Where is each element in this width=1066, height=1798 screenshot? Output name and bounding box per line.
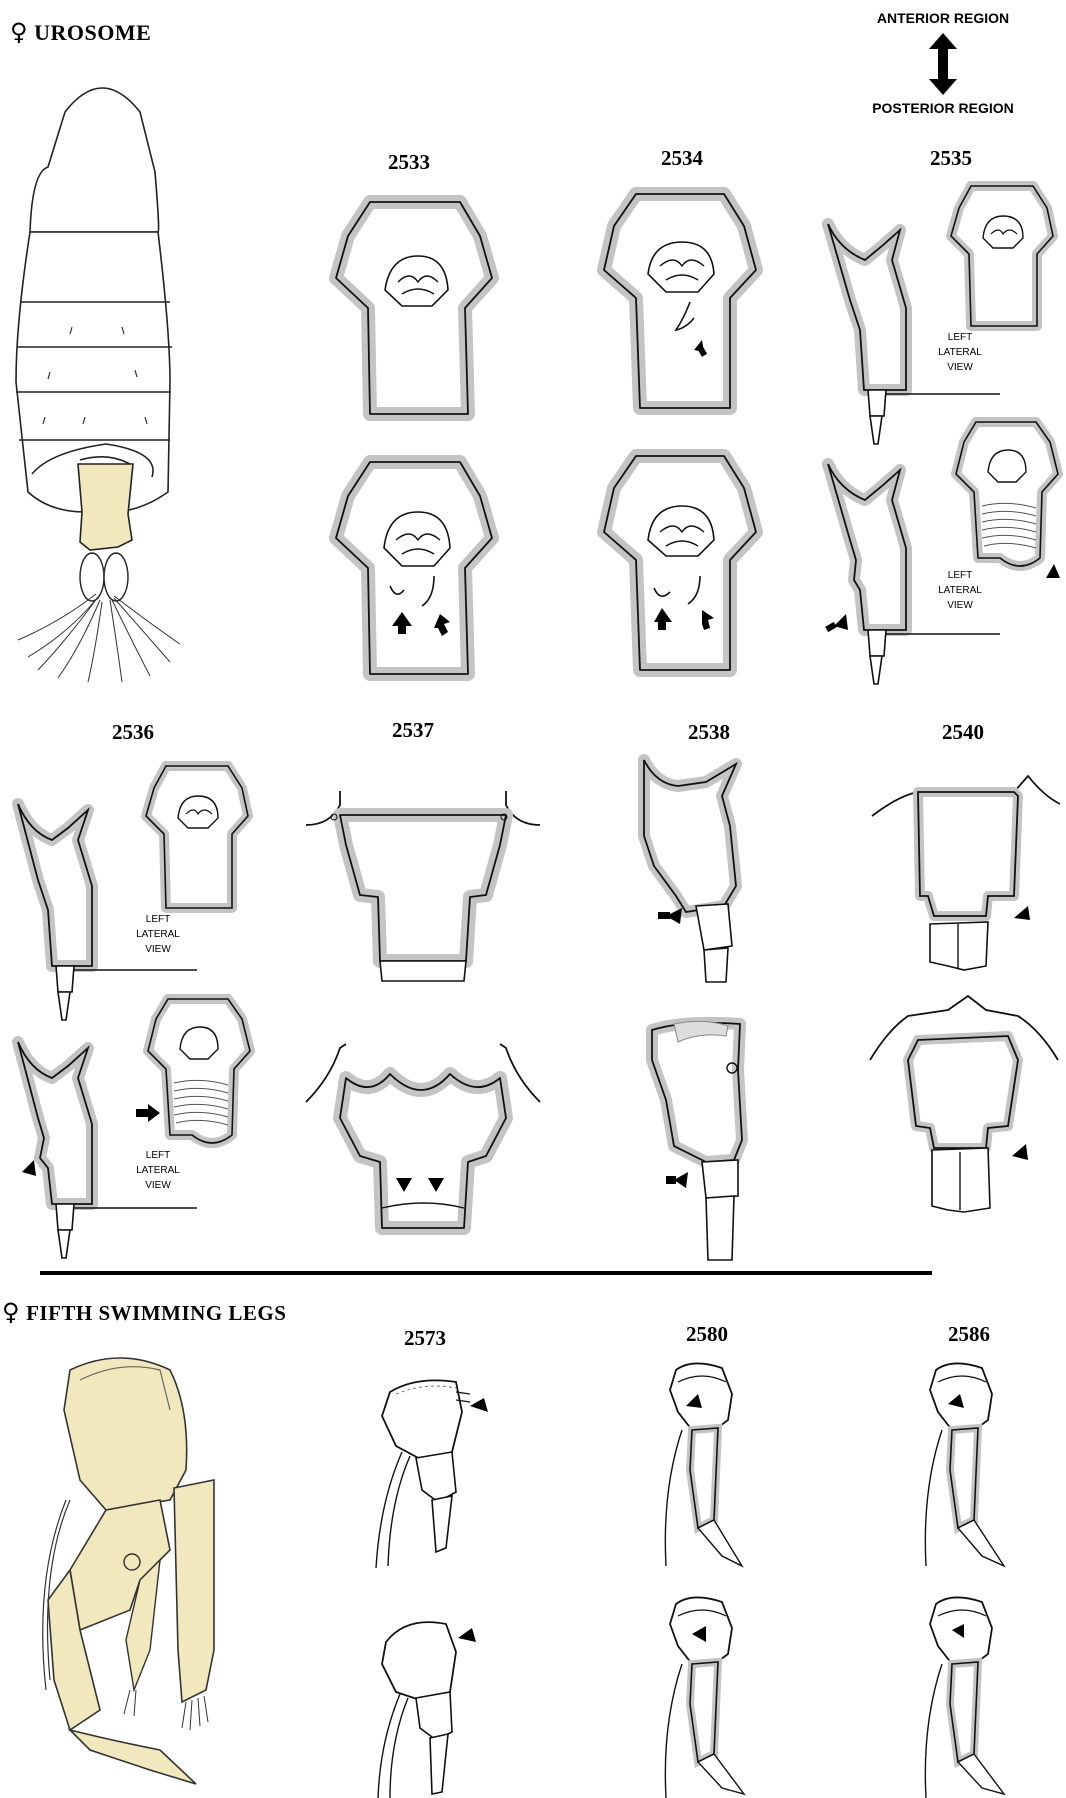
left-lateral-view-label-3: LEFT LATERAL VIEW bbox=[128, 912, 188, 957]
specimen-label-2540: 2540 bbox=[918, 720, 1008, 745]
left-lateral-view-label-2: LEFT LATERAL VIEW bbox=[930, 568, 990, 613]
specimen-label-2586: 2586 bbox=[924, 1322, 1014, 1347]
left-lateral-view-label-4: LEFT LATERAL VIEW bbox=[128, 1148, 188, 1193]
view-line-3: VIEW bbox=[128, 942, 188, 957]
urosome-2535-lateral-variant bbox=[820, 460, 940, 690]
anterior-region-label: ANTERIOR REGION bbox=[858, 10, 1028, 26]
genital-somite-2535-ventral bbox=[950, 418, 1065, 578]
view-line-2: LATERAL bbox=[930, 583, 990, 598]
specimen-label-2533: 2533 bbox=[364, 150, 454, 175]
specimen-label-2534: 2534 bbox=[637, 146, 727, 171]
view-line-1: LEFT bbox=[128, 1148, 188, 1163]
genital-somite-2534-variant bbox=[596, 452, 766, 676]
urosome-2538-lateral-variant bbox=[644, 1020, 774, 1266]
genital-somite-2533-variant bbox=[330, 458, 500, 680]
female-symbol-icon: ♀ bbox=[10, 18, 28, 46]
urosome-title: UROSOME bbox=[34, 20, 151, 45]
fifth-leg-2586-variant bbox=[912, 1594, 1022, 1798]
view-line-1: LEFT bbox=[930, 330, 990, 345]
view-line-1: LEFT bbox=[128, 912, 188, 927]
urosome-2537-variant bbox=[300, 1038, 545, 1244]
copepod-body-illustration bbox=[10, 72, 185, 682]
urosome-2536-lateral bbox=[12, 800, 132, 1026]
genital-somite-2536-ventral bbox=[142, 995, 257, 1155]
fifth-legs-heading: ♀FIFTH SWIMMING LEGS bbox=[2, 1298, 286, 1326]
fifth-leg-2573 bbox=[366, 1372, 496, 1572]
genital-somite-2533-dorsal bbox=[330, 198, 500, 418]
specimen-label-2538: 2538 bbox=[664, 720, 754, 745]
fifth-leg-2573-variant bbox=[366, 1612, 496, 1798]
fifth-leg-illustration bbox=[10, 1350, 240, 1790]
fifth-leg-2586 bbox=[912, 1360, 1022, 1570]
view-line-2: LATERAL bbox=[128, 1163, 188, 1178]
view-line-2: LATERAL bbox=[128, 927, 188, 942]
genital-somite-2535-dorsal bbox=[945, 182, 1060, 330]
urosome-2540-variant bbox=[868, 990, 1063, 1220]
double-arrow-icon bbox=[928, 33, 958, 95]
view-line-2: LATERAL bbox=[930, 345, 990, 360]
specimen-label-2537: 2537 bbox=[368, 718, 458, 743]
specimen-label-2535: 2535 bbox=[906, 146, 996, 171]
female-symbol-icon: ♀ bbox=[2, 1298, 20, 1326]
fifth-leg-2580-variant bbox=[652, 1594, 762, 1798]
urosome-2538-lateral bbox=[636, 756, 766, 986]
view-line-3: VIEW bbox=[930, 360, 990, 375]
genital-somite-2536-dorsal bbox=[140, 762, 255, 912]
view-line-1: LEFT bbox=[930, 568, 990, 583]
view-line-3: VIEW bbox=[930, 598, 990, 613]
urosome-2537-dorsal bbox=[300, 785, 545, 981]
specimen-label-2573: 2573 bbox=[380, 1326, 470, 1351]
specimen-label-2536: 2536 bbox=[88, 720, 178, 745]
fifth-legs-title: FIFTH SWIMMING LEGS bbox=[26, 1301, 286, 1325]
urosome-heading: ♀UROSOME bbox=[10, 18, 151, 46]
urosome-2536-lateral-variant bbox=[12, 1038, 132, 1264]
view-line-3: VIEW bbox=[128, 1178, 188, 1193]
left-lateral-view-label: LEFT LATERAL VIEW bbox=[930, 330, 990, 375]
genital-somite-2534-dorsal bbox=[596, 190, 766, 414]
posterior-region-label: POSTERIOR REGION bbox=[858, 100, 1028, 116]
specimen-label-2580: 2580 bbox=[662, 1322, 752, 1347]
fifth-leg-2580 bbox=[652, 1360, 762, 1570]
urosome-2540-dorsal bbox=[868, 756, 1063, 976]
section-divider bbox=[40, 1271, 932, 1275]
urosome-2535-lateral bbox=[820, 220, 940, 450]
